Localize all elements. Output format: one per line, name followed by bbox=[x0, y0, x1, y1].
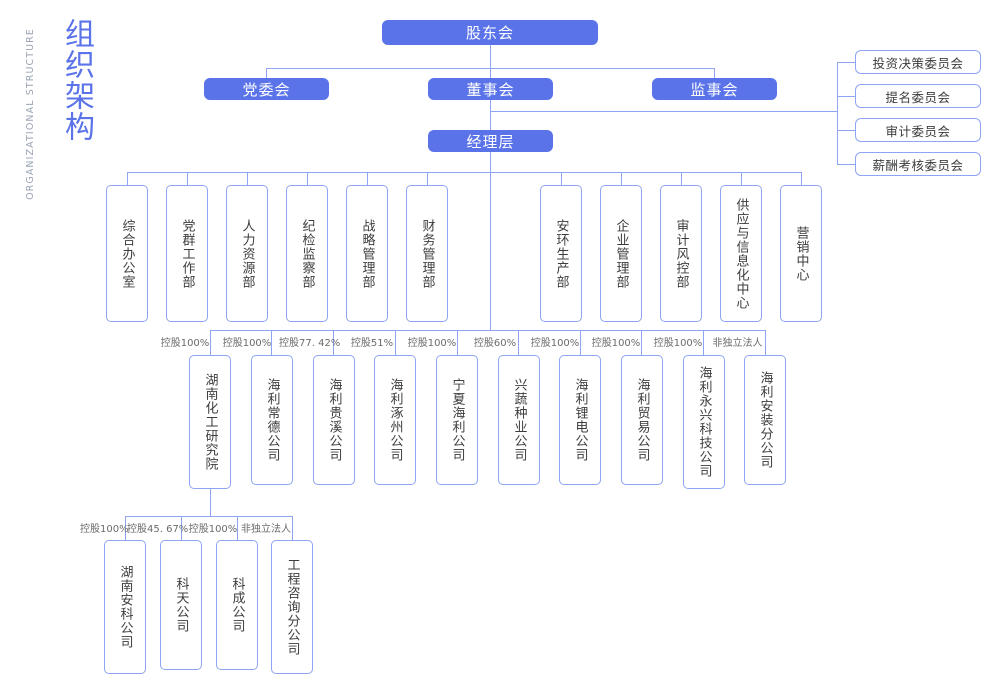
connector-committees-spine bbox=[837, 62, 838, 165]
node-subsidiary-ningxia-haili[interactable]: 宁夏海利公司 bbox=[436, 355, 478, 485]
connector-drop-sub-2 bbox=[271, 330, 272, 355]
ownership-label-sub-1: 控股100% bbox=[160, 338, 210, 349]
node-department-enterprise-management[interactable]: 企业管理部 bbox=[600, 185, 642, 322]
connector-drop-party-committee bbox=[266, 68, 267, 78]
node-remuneration-assessment-committee[interactable]: 薪酬考核委员会 bbox=[855, 152, 981, 176]
node-board-of-supervisors[interactable]: 监事会 bbox=[652, 78, 777, 100]
connector-drop-dept-5 bbox=[367, 172, 368, 185]
connector-drop-sub3-4 bbox=[292, 516, 293, 540]
connector-shareholders-down bbox=[490, 45, 491, 68]
connector-stub-investment-committee bbox=[837, 62, 855, 63]
node-subsidiary-haili-trading[interactable]: 海利贸易公司 bbox=[621, 355, 663, 485]
connector-subsidiaries-bus bbox=[210, 330, 765, 331]
ownership-label-sub3-4: 非独立法人 bbox=[241, 524, 291, 535]
ownership-label-sub3-3: 控股100% bbox=[188, 524, 238, 535]
node-department-supply-informatization-center[interactable]: 供应与信息化中心 bbox=[720, 185, 762, 322]
node-sub-subsidiary-kecheng[interactable]: 科成公司 bbox=[216, 540, 258, 670]
node-investment-decision-committee[interactable]: 投资决策委员会 bbox=[855, 50, 981, 74]
ownership-label-sub3-1: 控股100% bbox=[80, 524, 129, 535]
node-subsidiary-xingshu-seed-industry[interactable]: 兴蔬种业公司 bbox=[498, 355, 540, 485]
connector-stub-audit-committee bbox=[837, 130, 855, 131]
connector-drop-board-directors bbox=[490, 68, 491, 78]
connector-drop-sub-6 bbox=[518, 330, 519, 355]
ownership-label-sub-8: 控股100% bbox=[591, 338, 641, 349]
connector-drop-sub-8 bbox=[641, 330, 642, 355]
node-department-audit-risk-control[interactable]: 审计风控部 bbox=[660, 185, 702, 322]
ownership-label-sub3-2: 控股45. 67% bbox=[127, 524, 189, 535]
connector-drop-sub-3 bbox=[333, 330, 334, 355]
ownership-label-sub-9: 控股100% bbox=[653, 338, 703, 349]
connector-drop-board-supervisors bbox=[714, 68, 715, 78]
node-sub-subsidiary-hunan-anke[interactable]: 湖南安科公司 bbox=[104, 540, 146, 674]
node-department-safety-environment-production[interactable]: 安环生产部 bbox=[540, 185, 582, 322]
connector-stub-nomination-committee bbox=[837, 96, 855, 97]
connector-drop-dept-7 bbox=[561, 172, 562, 185]
ownership-label-sub-2: 控股100% bbox=[222, 338, 272, 349]
connector-drop-dept-4 bbox=[307, 172, 308, 185]
node-board-of-directors[interactable]: 董事会 bbox=[428, 78, 553, 100]
connector-sub-subsidiaries-bus bbox=[125, 516, 292, 517]
connector-drop-dept-2 bbox=[187, 172, 188, 185]
ownership-label-sub-3: 控股77. 42% bbox=[279, 338, 341, 349]
connector-drop-dept-1 bbox=[127, 172, 128, 185]
connector-research-institute-down bbox=[210, 489, 211, 516]
node-sub-subsidiary-engineering-consulting-branch[interactable]: 工程咨询分公司 bbox=[271, 540, 313, 674]
connector-committees-feed bbox=[490, 111, 837, 112]
ownership-label-sub-6: 控股60% bbox=[473, 338, 517, 349]
node-subsidiary-haili-zhuozhou[interactable]: 海利涿州公司 bbox=[374, 355, 416, 485]
node-nomination-committee[interactable]: 提名委员会 bbox=[855, 84, 981, 108]
node-management-layer[interactable]: 经理层 bbox=[428, 130, 553, 152]
node-subsidiary-haili-guixi[interactable]: 海利贵溪公司 bbox=[313, 355, 355, 485]
connector-drop-sub-4 bbox=[395, 330, 396, 355]
node-subsidiary-hunan-chemical-research-institute[interactable]: 湖南化工研究院 bbox=[189, 355, 231, 489]
node-audit-committee[interactable]: 审计委员会 bbox=[855, 118, 981, 142]
connector-drop-sub3-2 bbox=[181, 516, 182, 540]
connector-drop-dept-3 bbox=[247, 172, 248, 185]
node-department-human-resources[interactable]: 人力资源部 bbox=[226, 185, 268, 322]
node-sub-subsidiary-ketian[interactable]: 科天公司 bbox=[160, 540, 202, 670]
page-title: 组织架构 bbox=[59, 18, 94, 142]
node-shareholders-meeting[interactable]: 股东会 bbox=[382, 20, 598, 45]
node-department-general-office[interactable]: 综合办公室 bbox=[106, 185, 148, 322]
connector-drop-sub-5 bbox=[457, 330, 458, 355]
connector-drop-sub3-3 bbox=[237, 516, 238, 540]
node-subsidiary-haili-yongxing-technology[interactable]: 海利永兴科技公司 bbox=[683, 355, 725, 489]
node-department-discipline-inspection[interactable]: 纪检监察部 bbox=[286, 185, 328, 322]
ownership-label-sub-5: 控股100% bbox=[407, 338, 457, 349]
connector-drop-dept-10 bbox=[741, 172, 742, 185]
connector-drop-dept-6 bbox=[427, 172, 428, 185]
connector-drop-dept-8 bbox=[621, 172, 622, 185]
ownership-label-sub-4: 控股51% bbox=[350, 338, 394, 349]
connector-drop-dept-9 bbox=[681, 172, 682, 185]
page-subtitle-english: ORGANIZATIONAL STRUCTURE bbox=[25, 28, 36, 200]
node-subsidiary-haili-installation-branch[interactable]: 海利安装分公司 bbox=[744, 355, 786, 485]
connector-management-to-subsidiaries bbox=[490, 152, 491, 330]
node-department-strategy-management[interactable]: 战略管理部 bbox=[346, 185, 388, 322]
connector-drop-sub-1 bbox=[210, 330, 211, 355]
connector-drop-sub-10 bbox=[765, 330, 766, 355]
node-department-marketing-center[interactable]: 营销中心 bbox=[780, 185, 822, 322]
node-department-party-mass-work[interactable]: 党群工作部 bbox=[166, 185, 208, 322]
ownership-label-sub-10: 非独立法人 bbox=[712, 338, 763, 349]
node-department-financial-management[interactable]: 财务管理部 bbox=[406, 185, 448, 322]
connector-drop-sub3-1 bbox=[125, 516, 126, 540]
ownership-label-sub-7: 控股100% bbox=[530, 338, 580, 349]
connector-stub-remuneration-committee bbox=[837, 164, 855, 165]
node-subsidiary-haili-changde[interactable]: 海利常德公司 bbox=[251, 355, 293, 485]
connector-drop-dept-11 bbox=[801, 172, 802, 185]
node-subsidiary-haili-lithium-battery[interactable]: 海利锂电公司 bbox=[559, 355, 601, 485]
node-party-committee[interactable]: 党委会 bbox=[204, 78, 329, 100]
connector-drop-sub-7 bbox=[580, 330, 581, 355]
connector-drop-sub-9 bbox=[703, 330, 704, 355]
connector-departments-bus bbox=[127, 172, 801, 173]
connector-board-to-management bbox=[490, 100, 491, 130]
